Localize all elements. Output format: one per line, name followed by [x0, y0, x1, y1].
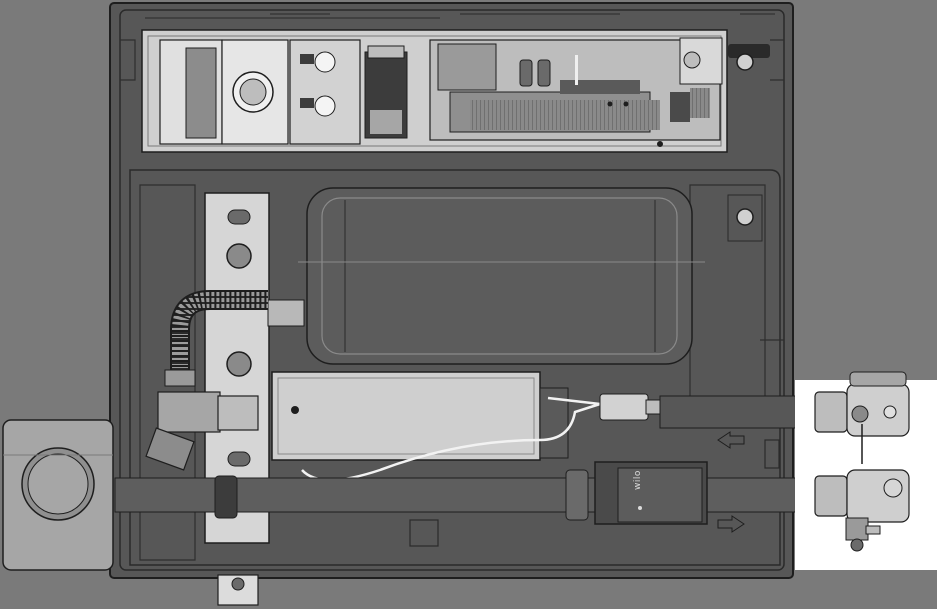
- mounting-holes: [727, 53, 763, 242]
- cable-gland-icon: [728, 44, 770, 58]
- transformer: [364, 45, 408, 139]
- external-junction-box: [2, 419, 114, 571]
- connector-plug-icon: [599, 393, 649, 421]
- panel-right-bay: [657, 37, 770, 147]
- flexible-hose: [164, 290, 268, 387]
- expansion-vessel: [298, 187, 705, 365]
- arrow-right-icon: [717, 515, 745, 533]
- strainer-valve: [145, 391, 259, 471]
- lower-pipe: [114, 469, 826, 521]
- ball-valve-lower: [814, 469, 910, 552]
- contactor-block: [159, 39, 361, 145]
- terminal-screw-icon: [314, 51, 336, 73]
- arrow-left-icon: [717, 431, 745, 449]
- terminal-screw-icon: [314, 95, 336, 117]
- mounting-hole-icon: [736, 53, 754, 71]
- circuit-board: [429, 39, 721, 141]
- mounting-hole-icon: [736, 208, 754, 226]
- capacitor-icon: [519, 59, 533, 87]
- bottom-mounting-tab: [217, 574, 259, 606]
- mounting-hole-icon: [231, 577, 245, 591]
- valve-handle-icon: [883, 478, 903, 498]
- valve-lever-icon: [849, 371, 907, 387]
- ball-valve-upper: [814, 371, 910, 464]
- capacitor-icon: [537, 59, 551, 87]
- circulation-pump: wilo: [594, 461, 708, 525]
- drain-cap-icon: [850, 538, 864, 552]
- heat-exchanger: [271, 371, 569, 461]
- upper-pipe: [659, 395, 821, 429]
- pump-brand-label: wilo: [633, 470, 643, 490]
